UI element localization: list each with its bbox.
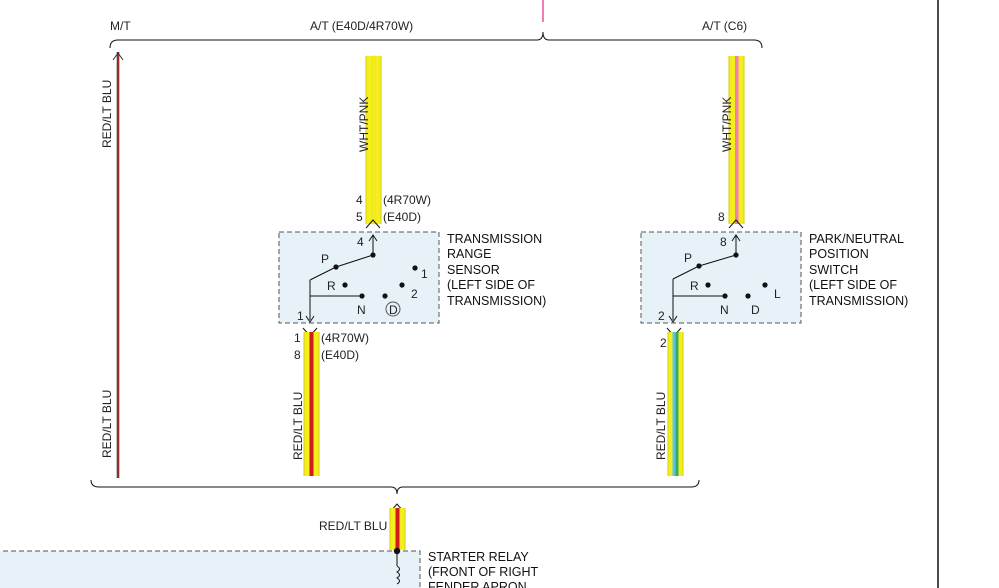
trs-pin-inner-1: 1 (297, 309, 304, 323)
wire-label-pnp-wht-pnk: WHT/PNK (720, 97, 734, 152)
pnp-pin-inner-2: 2 (658, 309, 665, 323)
pnp-name-line-5: TRANSMISSION) (809, 294, 908, 308)
pnp-name-line-3: SWITCH (809, 263, 858, 277)
pnp-pin-bot-2: 2 (660, 336, 667, 350)
trs-pin-bot-1: 1 (294, 331, 301, 345)
pnp-component (640, 231, 802, 324)
trs-pos-2: 2 (411, 287, 418, 301)
trs-name-line-3: SENSOR (447, 263, 500, 277)
wire-mt-red-lt-blu (112, 52, 124, 478)
pnp-name-line-2: POSITION (809, 247, 869, 261)
pnp-name: PARK/NEUTRAL POSITION SWITCH (LEFT SIDE … (809, 232, 908, 308)
relay-name-line-3: FENDER APRON (428, 580, 527, 588)
wire-trs-wht-pnk (365, 55, 382, 229)
wire-label-pnp-red-lt-blu: RED/LT BLU (654, 392, 668, 460)
trs-component (278, 231, 440, 324)
label-mt: M/T (110, 19, 131, 33)
label-at-c6: A/T (C6) (702, 19, 747, 33)
top-bracket (109, 31, 763, 49)
trs-name-line-2: RANGE (447, 247, 491, 261)
pnp-pin-top-8: 8 (718, 210, 725, 224)
trs-pin-bot-8: 8 (294, 348, 301, 362)
pnp-pos-r: R (690, 279, 699, 293)
trs-pos-p: P (321, 252, 329, 266)
trs-pin-bot-8-note: (E40D) (321, 348, 359, 362)
pnp-pos-d: D (751, 303, 760, 317)
trs-pin-bot-1-note: (4R70W) (321, 331, 369, 345)
wire-pnp-red-lt-blu (666, 327, 684, 476)
relay-name-line-2: (FRONT OF RIGHT (428, 565, 539, 579)
trs-pin-top-4-note: (4R70W) (383, 193, 431, 207)
starter-relay-name: STARTER RELAY (FRONT OF RIGHT FENDER APR… (428, 550, 539, 588)
pnp-name-line-4: (LEFT SIDE OF (809, 278, 897, 292)
wire-relay-red-lt-blu (389, 503, 406, 550)
wire-label-mt-upper: RED/LT BLU (100, 80, 114, 148)
trs-name-line-4: (LEFT SIDE OF (447, 278, 535, 292)
pnp-pos-l: L (774, 287, 781, 301)
wire-label-trs-wht-pnk: WHT/PNK (357, 97, 371, 152)
relay-name-line-1: STARTER RELAY (428, 550, 529, 564)
wire-label-relay-red-lt-blu: RED/LT BLU (319, 519, 387, 533)
trs-name-line-1: TRANSMISSION (447, 232, 542, 246)
trs-pin-inner-4: 4 (357, 235, 364, 249)
label-at-e40d: A/T (E40D/4R70W) (310, 19, 413, 33)
trs-name: TRANSMISSION RANGE SENSOR (LEFT SIDE OF … (447, 232, 546, 308)
wire-pnp-wht-pnk (728, 56, 745, 229)
trs-pin-top-4: 4 (356, 193, 363, 207)
pnp-pin-inner-8: 8 (720, 235, 727, 249)
pnp-pos-n: N (720, 303, 729, 317)
trs-pos-r: R (327, 279, 336, 293)
wire-trs-red-lt-blu (302, 327, 320, 476)
bottom-bracket (90, 479, 700, 495)
wire-label-trs-red-lt-blu: RED/LT BLU (291, 392, 305, 460)
trs-pos-d: D (389, 303, 398, 317)
trs-pos-n: N (357, 303, 366, 317)
pnp-name-line-1: PARK/NEUTRAL (809, 232, 904, 246)
trs-pin-top-5: 5 (356, 210, 363, 224)
trs-name-line-5: TRANSMISSION) (447, 294, 546, 308)
pnp-pos-p: P (684, 251, 692, 265)
wire-label-mt-lower: RED/LT BLU (100, 390, 114, 458)
trs-pin-top-5-note: (E40D) (383, 210, 421, 224)
trs-pos-1: 1 (421, 267, 428, 281)
starter-relay-component (0, 547, 421, 588)
